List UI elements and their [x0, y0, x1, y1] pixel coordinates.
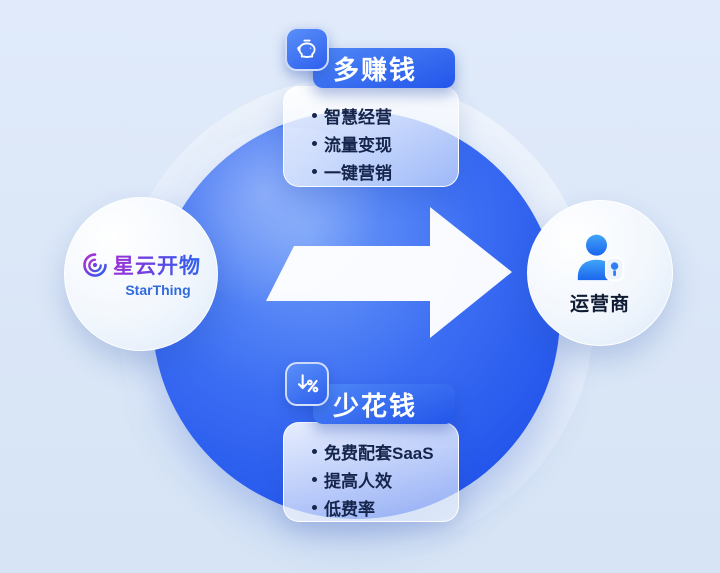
piggy-bank-icon [285, 27, 329, 71]
operator-node: 运营商 [527, 200, 673, 346]
list-item: 提高人效 [312, 465, 448, 493]
spend-less-list: 免费配套SaaS 提高人效 低费率 [283, 422, 459, 522]
earn-more-title: 多赚钱 [313, 48, 455, 88]
benefit-card-spend-less: 少花钱 免费配套SaaS 提高人效 低费率 [283, 362, 459, 522]
bullet-dot [312, 140, 317, 146]
starthing-swirl-icon [83, 253, 107, 277]
bullet-dot [312, 168, 317, 174]
list-item: 低费率 [312, 493, 448, 521]
starthing-node: 星云开物 StarThing [64, 197, 218, 351]
spend-less-title: 少花钱 [313, 384, 455, 424]
discount-down-icon [285, 362, 329, 406]
bullet-dot [312, 504, 317, 510]
list-item: 免费配套SaaS [312, 437, 448, 465]
list-item: 流量变现 [312, 129, 448, 157]
starthing-logo-text: 星云开物 [113, 250, 201, 280]
earn-more-list: 智慧经营 流量变现 一键营销 [283, 86, 459, 187]
bullet-dot [312, 448, 317, 454]
bullet-dot [312, 112, 317, 118]
benefit-card-earn-more: 多赚钱 智慧经营 流量变现 一键营销 [283, 27, 459, 187]
starthing-logo: 星云开物 [81, 250, 201, 280]
bullet-dot [312, 476, 317, 482]
starthing-logo-subtext: StarThing [125, 282, 191, 298]
list-item: 智慧经营 [312, 101, 448, 129]
operator-person-icon [577, 234, 625, 281]
list-item: 一键营销 [312, 157, 448, 185]
operator-label: 运营商 [569, 293, 630, 315]
